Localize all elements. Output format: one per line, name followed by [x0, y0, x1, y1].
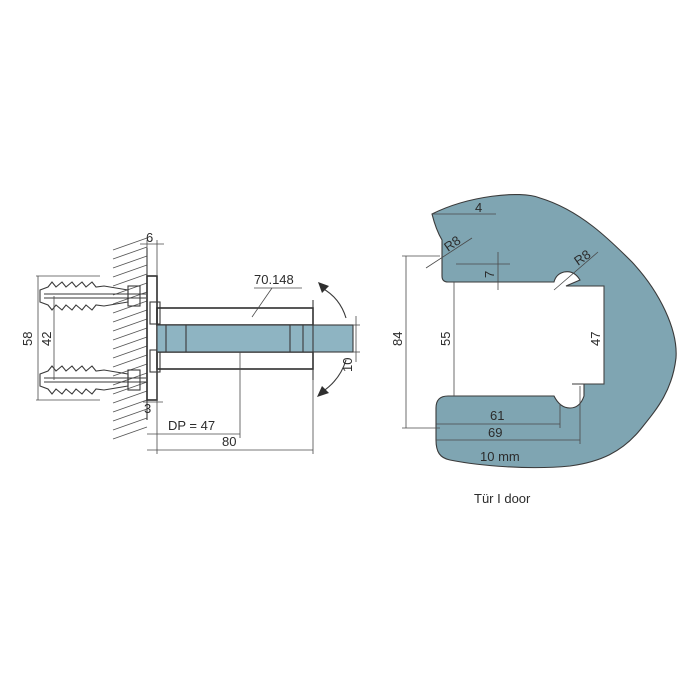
hatch-line — [112, 318, 148, 332]
dim-wall-plate: 6 — [146, 230, 153, 245]
dim-step: 7 — [482, 271, 497, 278]
hatch-line — [112, 399, 148, 413]
profile-caption: Tür I door — [474, 491, 531, 506]
hatch-line — [112, 390, 148, 404]
dim-hole-spacing: 42 — [39, 332, 54, 346]
rotation-arrow-top — [321, 287, 347, 319]
dim-length: 80 — [222, 434, 236, 449]
hatch-line — [112, 255, 148, 269]
dim-height-total: 58 — [20, 332, 35, 346]
hatch-line — [112, 309, 148, 323]
hatch-line — [112, 408, 148, 422]
dim-plate-offset: 3 — [144, 401, 151, 416]
dim-glass-thickness: 10 — [340, 358, 355, 372]
dim-height-outer: 84 — [390, 332, 405, 346]
clamp-bottom — [156, 351, 314, 370]
hatch-line — [112, 417, 148, 431]
hatch-line — [112, 372, 148, 386]
profile-thickness-label: 10 mm — [480, 449, 520, 464]
hatch-line — [112, 237, 148, 251]
part-number: 70.148 — [254, 272, 294, 287]
plate-cap-top — [149, 301, 161, 325]
hatch-line — [112, 426, 148, 440]
wall-plate — [146, 275, 158, 401]
hatch-line — [112, 327, 148, 341]
hatch-line — [112, 381, 148, 395]
side-view: 6 3 58 42 70.148 10 DP = 47 80 — [20, 230, 360, 454]
hatch-line — [112, 345, 148, 359]
hatch-line — [112, 300, 148, 314]
hatch-line — [112, 336, 148, 350]
dim-notch-height: 47 — [588, 332, 603, 346]
profile-view: 4 R8 7 R8 84 55 47 61 69 10 mm Tür — [390, 193, 677, 506]
rotation-arrowhead-bottom — [317, 386, 329, 397]
dim-depth: DP = 47 — [168, 418, 215, 433]
anchor-bottom — [39, 365, 146, 395]
dim-inner-width: 61 — [490, 408, 504, 423]
hatch-line — [112, 264, 148, 278]
dim-top-width: 4 — [475, 200, 482, 215]
hatch-line — [112, 354, 148, 368]
wall-hatching — [112, 237, 148, 440]
dim-height-inner: 55 — [438, 332, 453, 346]
clamp-top — [156, 307, 314, 326]
rotation-arrowhead-top — [318, 282, 329, 293]
hatch-line — [112, 246, 148, 260]
hatch-line — [112, 282, 148, 296]
dim-outer-width: 69 — [488, 425, 502, 440]
glass-panel — [156, 324, 354, 353]
plate-cap-bottom — [149, 349, 161, 373]
anchor-top — [39, 281, 146, 311]
hatch-line — [112, 273, 148, 287]
glass-profile-shape — [431, 193, 677, 469]
